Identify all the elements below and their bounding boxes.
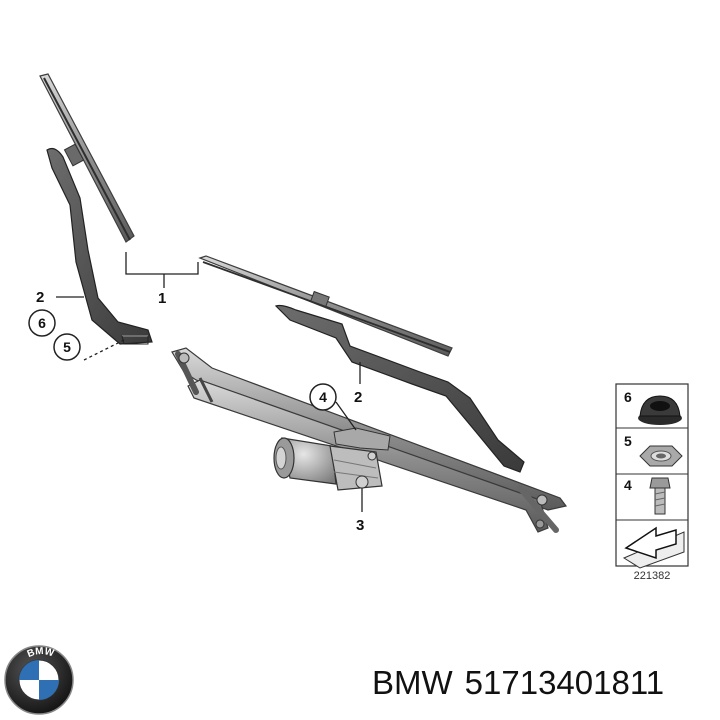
bolt-icon xyxy=(649,477,671,515)
brand-name: BMW xyxy=(372,664,453,701)
callout-6: 6 xyxy=(38,315,46,331)
callout-6-circle: 6 xyxy=(28,309,56,337)
wiper-arm-right xyxy=(274,304,525,473)
callout-1: 1 xyxy=(158,290,166,307)
callout-2-left: 2 xyxy=(36,289,44,306)
callout-4-circle: 4 xyxy=(309,383,337,411)
leader-lines xyxy=(56,252,363,512)
hardware-legend: 6 5 4 221382 xyxy=(615,383,689,582)
part-number: 51713401811 xyxy=(464,664,665,701)
brand-caption: BMW 51713401811 xyxy=(372,664,676,702)
callout-5-circle: 5 xyxy=(53,333,81,361)
callout-2-right: 2 xyxy=(354,389,362,406)
bracket-part-1 xyxy=(125,252,199,275)
bmw-logo-text: BMW xyxy=(26,646,56,660)
legend-num-5: 5 xyxy=(624,433,632,449)
cap-icon xyxy=(638,395,682,425)
wiper-linkage xyxy=(171,347,568,533)
wiper-blade-left xyxy=(39,73,135,243)
legend-num-6: 6 xyxy=(624,389,632,405)
callout-3: 3 xyxy=(356,517,364,534)
legend-num-4: 4 xyxy=(624,477,632,493)
bmw-logo: BMW xyxy=(4,645,74,715)
arrow-sign-icon xyxy=(622,526,685,569)
wiper-motor xyxy=(273,437,383,491)
reference-number: 221382 xyxy=(634,570,671,582)
wiper-blade-right xyxy=(198,255,453,357)
callout-5: 5 xyxy=(63,339,71,355)
hex-nut-icon xyxy=(639,445,683,467)
callout-4: 4 xyxy=(319,389,327,405)
